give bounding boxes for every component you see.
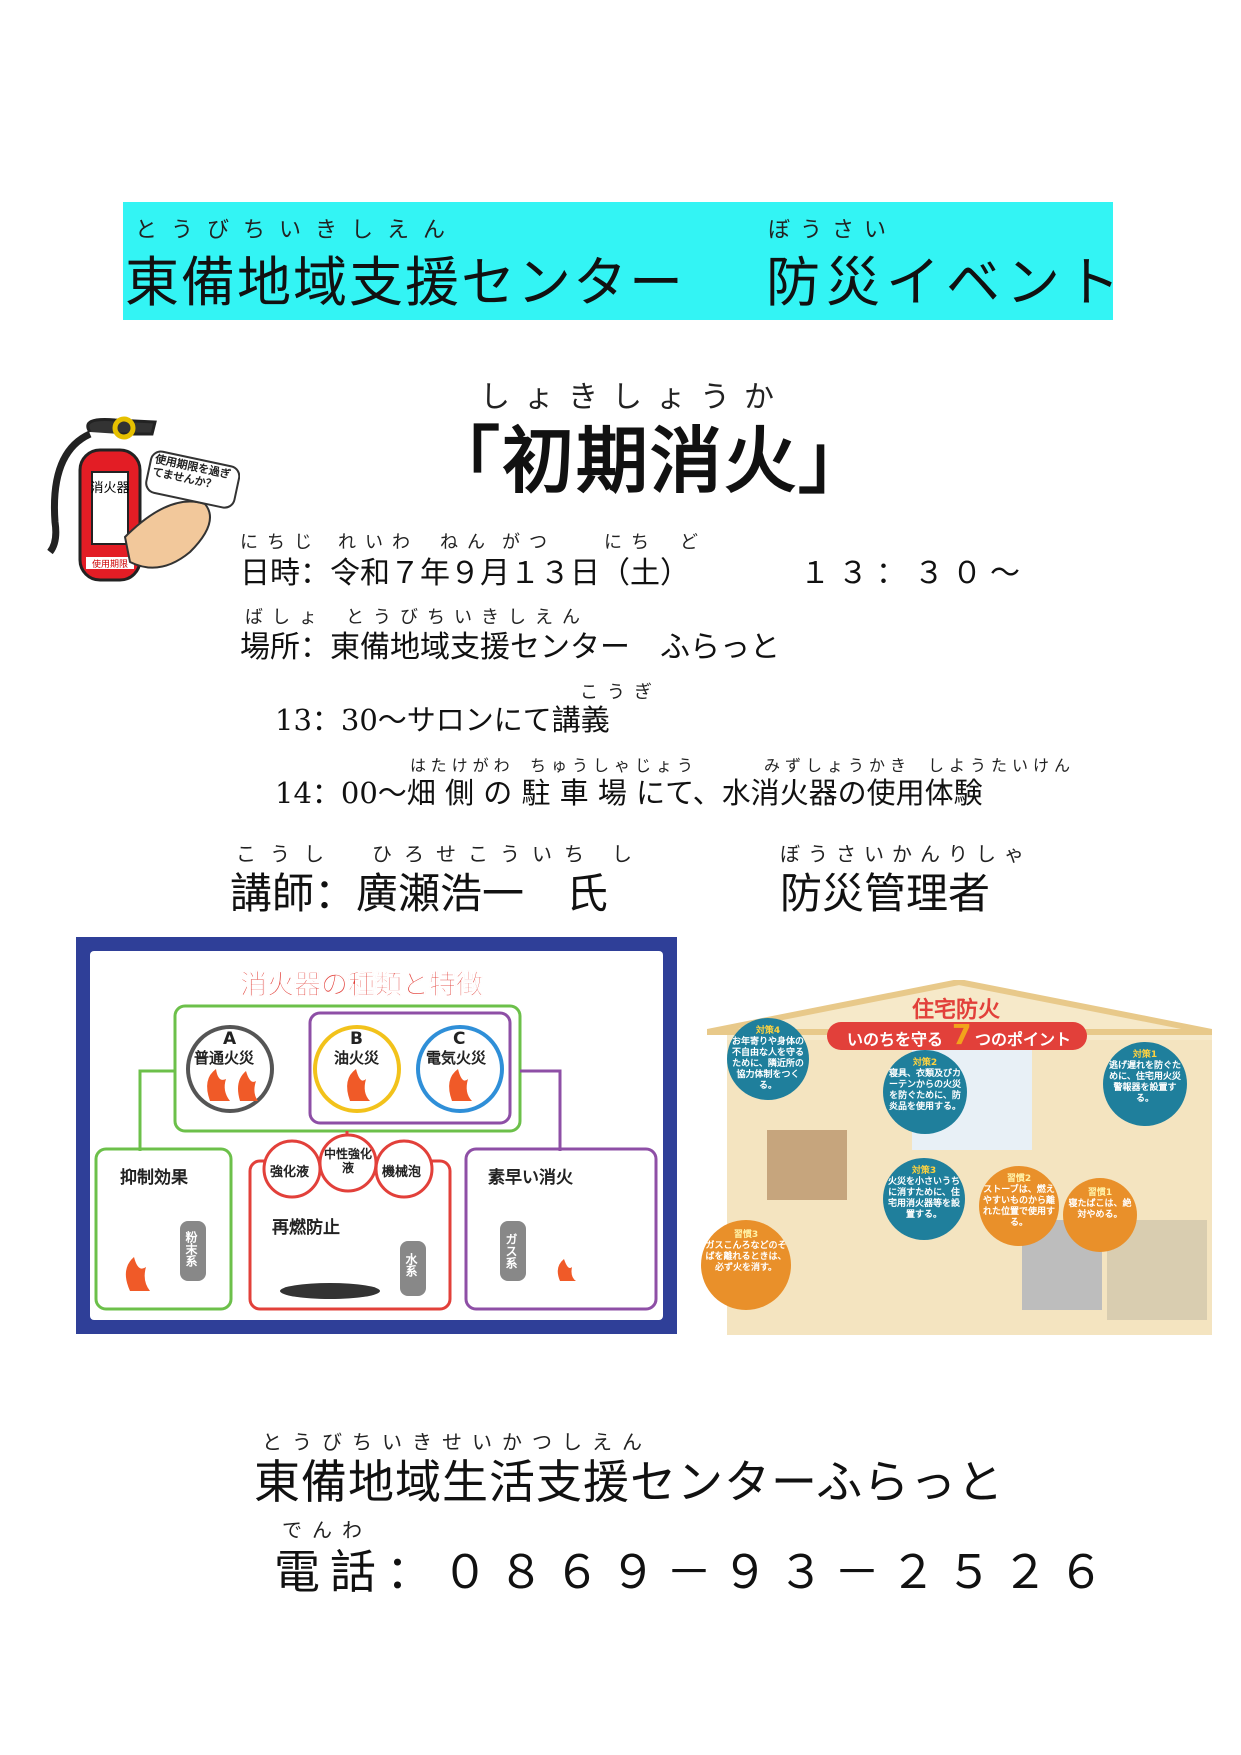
datetime-ruby-nen: ねん	[440, 532, 494, 553]
lecturer-ruby-name: ひろせこういち	[372, 842, 596, 866]
extinguisher-tag-bottom: 使用期限	[92, 558, 128, 570]
box-item-kyoukaeki: 強化液	[270, 1165, 310, 1180]
fire-extinguisher-illustration: 消火器 使用期限 使用期限を過ぎてませんか？	[47, 416, 240, 582]
types-diagram	[94, 1004, 658, 1311]
box-quick: 素早い消火	[488, 1168, 573, 1188]
schedule-ruby-hatake: はたけがわ	[410, 756, 515, 775]
place-ruby-basho: ばしょ	[245, 607, 326, 628]
event-place: 場所：東備地域支援センター ふらっと	[240, 630, 780, 665]
place-ruby-org: とうびちいきしえん	[346, 607, 589, 628]
habit-3: 習慣3 ガスこんろなどのそばを離れるときは、必ず火を消す。	[701, 1220, 791, 1310]
banner-org-name: 東備地域支援センター	[125, 251, 685, 314]
house-subtitle-num: 7	[952, 1018, 972, 1051]
banner-ruby-org: とうびちいきしえん	[135, 218, 460, 243]
datetime-ruby-gatsu: がつ	[502, 532, 556, 553]
fire-c-letter: C	[453, 1029, 466, 1049]
fire-c-label: 電気火災	[426, 1049, 487, 1067]
phone-number: 電話：０８６９－９３－２５２６	[274, 1545, 1114, 1599]
fire-b-letter: B	[350, 1029, 363, 1049]
point-1: 対策1 逃げ遅れを防ぐために、住宅用火災警報器を設置する。	[1103, 1042, 1187, 1126]
fire-a-letter: A	[223, 1029, 237, 1049]
point-2: 対策2 寝具、衣類及びカーテンからの火災を防ぐために、防炎品を使用する。	[883, 1050, 967, 1134]
box-item-chusei: 中性強化液	[323, 1147, 372, 1175]
banner-event-name: 防災イベント	[766, 251, 1126, 314]
datetime-ruby-nichiji: にちじ	[240, 532, 321, 553]
extinguisher-types-inner: 消火器の種類と特徴 A 普通火災 B 油火災 C 電気火災 抑制効果	[90, 951, 663, 1320]
phone-ruby: でんわ	[282, 1518, 372, 1542]
schedule-ruby-chusha: ちゅうしゃじょう	[530, 756, 699, 775]
lecturer-name: 講師：廣瀬浩一 氏	[230, 869, 609, 918]
house-subtitle-a: いのちを守る	[847, 1030, 944, 1049]
schedule-experience: 14：00～畑 側 の 駐 車 場 にて、水消火器の使用体験	[275, 776, 983, 810]
house-title: 住宅防火	[912, 998, 1001, 1023]
page-title: 「初期消火」	[428, 418, 873, 503]
lecturer-ruby-shi: し	[612, 842, 641, 866]
title-ruby: しょきしょうか	[480, 380, 788, 415]
fire-a-label: 普通火災	[194, 1049, 255, 1067]
schedule-lecture: 13：30～サロンにて講義	[275, 703, 610, 737]
box-suppression: 抑制効果	[120, 1168, 188, 1188]
box-reignition-tag: 水系	[404, 1253, 418, 1277]
box-suppression-tag: 粉末系	[184, 1231, 198, 1267]
datetime-ruby-do: ど	[680, 532, 707, 553]
lecturer-ruby-role: ぼうさいかんりしゃ	[780, 842, 1032, 866]
footer-ruby: とうびちいきせいかつしえん	[262, 1430, 652, 1454]
header-banner	[123, 202, 1113, 320]
lecturer-ruby-koushi: こうし	[236, 842, 338, 866]
box-quick-tag: ガス系	[504, 1233, 518, 1269]
point-3: 対策3 火災を小さいうちに消すために、住宅用消火器等を設置する。	[883, 1158, 965, 1240]
box-item-kikaiawa: 機械泡	[382, 1165, 422, 1180]
datetime-ruby-reiwa: れいわ	[338, 532, 419, 553]
habit-2: 習慣2 ストーブは、燃えやすいものから離れた位置で使用する。	[979, 1166, 1059, 1246]
house-subtitle-b: つのポイント	[975, 1030, 1072, 1049]
point-4: 対策4 お年寄りや身体の不自由な人を守るために、隣近所の協力体制をつくる。	[727, 1018, 809, 1100]
footer-org-name: 東備地域生活支援センターふらっと	[254, 1455, 1005, 1509]
habit-1: 習慣1 寝たばこは、絶対やめる。	[1063, 1178, 1137, 1252]
schedule-ruby-kougi: こうぎ	[580, 682, 661, 703]
house-fire-prevention-panel: 住宅防火 いのちを守る 7 つのポイント 対策4 お年寄りや身体の不自由な人を守…	[701, 980, 1212, 1335]
event-date: 日時：令和７年９月１３日（土）	[240, 556, 690, 591]
fire-b-label: 油火災	[334, 1049, 380, 1067]
types-title: 消火器の種類と特徴	[240, 970, 484, 1002]
banner-ruby-bousai: ぼうさい	[768, 218, 897, 243]
lecturer-role: 防災管理者	[780, 869, 991, 918]
schedule-ruby-taiken: しようたいけん	[928, 756, 1076, 775]
schedule-ruby-mizu: みずしょうかき	[764, 756, 912, 775]
extinguisher-tag: 消火器	[90, 481, 129, 496]
box-reignition: 再燃防止	[272, 1218, 340, 1238]
datetime-ruby-nichi: にち	[604, 532, 658, 553]
event-time: １３：３０～	[800, 556, 1028, 591]
